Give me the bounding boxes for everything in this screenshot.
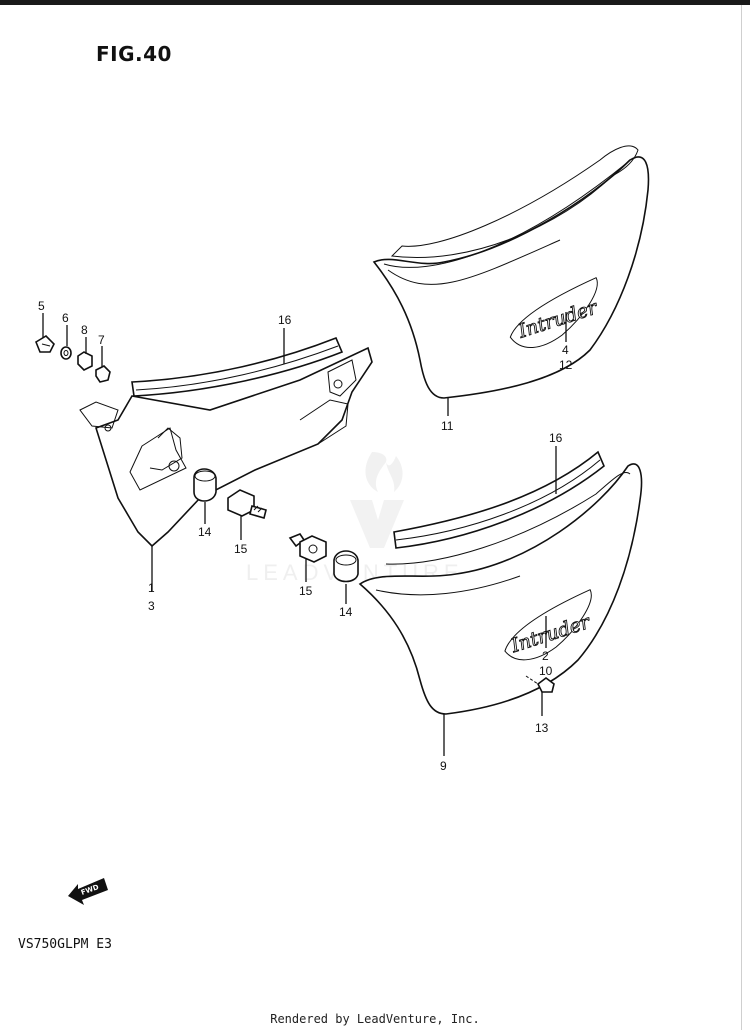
callout-6: 6 (62, 311, 69, 325)
cushion-14-mid (333, 550, 359, 583)
right-border (741, 5, 742, 1030)
cushion-14-left (193, 468, 217, 502)
callout-13: 13 (535, 721, 549, 735)
stud-bolt-15-mid (288, 533, 327, 563)
callout-numbers: 5 6 8 7 16 14 15 1 3 15 14 4 12 11 16 2 … (38, 299, 573, 773)
top-border (0, 0, 750, 5)
bolt-5 (35, 334, 55, 353)
model-code: VS750GLPM E3 (18, 937, 112, 952)
callout-15-mid: 15 (299, 584, 313, 598)
callout-14-mid: 14 (339, 605, 353, 619)
callout-9: 9 (440, 759, 447, 773)
callout-7: 7 (98, 333, 105, 347)
callout-10: 10 (539, 664, 553, 678)
callout-15-left: 15 (234, 542, 248, 556)
screw-13 (525, 675, 555, 693)
callout-8: 8 (81, 323, 88, 337)
callout-16-lower: 16 (549, 431, 563, 445)
callout-5: 5 (38, 299, 45, 313)
callout-1: 1 (148, 581, 155, 595)
callout-2: 2 (542, 649, 549, 663)
leader-lines (42, 312, 567, 756)
callout-3: 3 (148, 599, 155, 613)
trim-strip-upper (131, 336, 344, 397)
collar-7 (95, 365, 111, 383)
callout-11: 11 (441, 419, 454, 433)
render-credit: Rendered by LeadVenture, Inc. (270, 1012, 480, 1026)
callout-4: 4 (562, 343, 569, 357)
stud-bolt-15-left (227, 489, 267, 519)
callout-12: 12 (559, 358, 573, 372)
callout-16-upper: 16 (278, 313, 292, 327)
trim-strip-lower (393, 450, 605, 549)
frame-cover-part-11: Intruder (372, 145, 650, 399)
frame-cover-part-9: Intruder (358, 463, 643, 715)
frame-cover-part-1 (79, 346, 373, 548)
grommet-8 (77, 351, 93, 371)
figure-title: FIG.40 (96, 42, 172, 66)
callout-14-left: 14 (198, 525, 212, 539)
washer-6 (60, 346, 72, 360)
forward-arrow-icon: FWD (68, 878, 108, 905)
